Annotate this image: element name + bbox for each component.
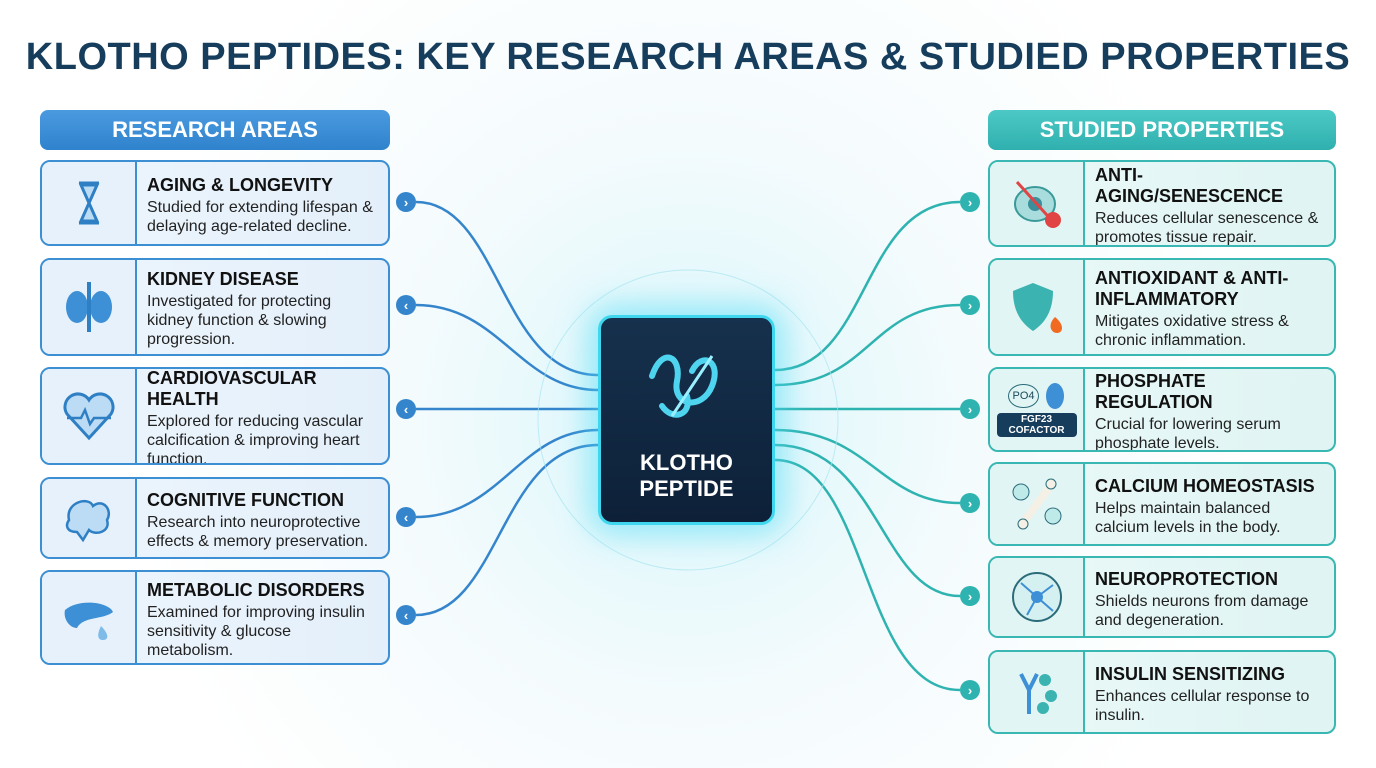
card-desc: Research into neuroprotective effects & … [147,513,369,550]
card-title: CALCIUM HOMEOSTASIS [1095,475,1315,496]
property-card-insulin: INSULIN SENSITIZING Enhances cellular res… [988,650,1336,734]
chevron-left-icon: ‹ [396,399,416,419]
core-label-line1: KLOTHO [640,450,733,475]
card-desc: Reduces cellular senescence & promotes t… [1095,209,1319,246]
cell-icon [990,162,1085,245]
card-desc: Investigated for protecting kidney funct… [147,293,332,348]
card-title: CARDIOVASCULAR HEALTH [147,367,317,409]
property-card-antioxidant: ANTIOXIDANT & ANTI-INFLAMMATORY Mitigates… [988,258,1336,356]
kidney-icon [1045,383,1064,409]
card-desc: Studied for extending lifespan & delayin… [147,198,373,235]
protein-structure-icon [648,354,718,418]
page-title: KLOTHO PEPTIDES: KEY RESEARCH AREAS & ST… [25,36,1351,78]
card-desc: Enhances cellular response to insulin. [1095,687,1310,724]
shield-icon [990,260,1085,354]
fgf23-badge: FGF23 COFACTOR [996,413,1077,437]
property-card-neuroprotection: NEUROPROTECTION Shields neurons from dama… [988,556,1336,638]
chevron-right-icon: › [960,586,980,606]
card-title: ANTI-AGING/SENESCENCE [1095,164,1284,206]
neuron-icon [990,558,1085,636]
chevron-right-icon: › [960,493,980,513]
klotho-peptide-core: KLOTHO PEPTIDE [598,315,775,525]
research-card-metabolic: METABOLIC DISORDERS Examined for improvin… [40,570,390,665]
card-desc: Helps maintain balanced calcium levels i… [1095,499,1281,536]
heart-icon [42,369,137,463]
card-desc: Explored for reducing vascular calcifica… [147,412,364,465]
card-title: COGNITIVE FUNCTION [147,489,344,510]
card-title: ANTIOXIDANT & ANTI-INFLAMMATORY [1095,268,1289,309]
pancreas-icon [42,572,137,663]
card-title: INSULIN SENSITIZING [1095,663,1286,684]
phosphate-icon: PO4 FGF23 COFACTOR [990,369,1085,450]
card-title: METABOLIC DISORDERS [147,579,365,600]
brain-icon [42,479,137,557]
card-desc: Crucial for lowering serum phosphate lev… [1095,415,1281,452]
chevron-left-icon: ‹ [396,605,416,625]
card-title: KIDNEY DISEASE [147,269,299,289]
research-card-kidney: KIDNEY DISEASE Investigated for protectin… [40,258,390,356]
chevron-right-icon: › [960,192,980,212]
chevron-left-icon: ‹ [396,295,416,315]
bone-icon [990,464,1085,544]
card-desc: Shields neurons from damage and degenera… [1095,592,1309,629]
hourglass-icon [42,162,137,244]
card-desc: Mitigates oxidative stress & chronic inf… [1095,313,1289,349]
research-card-aging: AGING & LONGEVITY Studied for extending l… [40,160,390,246]
card-title: PHOSPHATE REGULATION [1095,370,1213,412]
kidney-icon [42,260,137,354]
card-desc: Examined for improving insulin sensitivi… [147,603,365,659]
chevron-right-icon: › [396,192,416,212]
card-title: NEUROPROTECTION [1095,568,1279,589]
property-card-calcium: CALCIUM HOMEOSTASIS Helps maintain balanc… [988,462,1336,546]
card-title: AGING & LONGEVITY [147,174,334,195]
research-areas-header: RESEARCH AREAS [40,110,390,150]
chevron-right-icon: › [960,295,980,315]
po4-label: PO4 [1008,384,1039,408]
research-card-cognitive: COGNITIVE FUNCTION Research into neuropro… [40,477,390,559]
chevron-right-icon: › [960,399,980,419]
chevron-left-icon: ‹ [396,507,416,527]
core-label-line2: PEPTIDE [639,476,734,501]
receptor-icon [990,652,1085,732]
studied-properties-header: STUDIED PROPERTIES [988,110,1336,150]
chevron-right-icon: › [960,680,980,700]
